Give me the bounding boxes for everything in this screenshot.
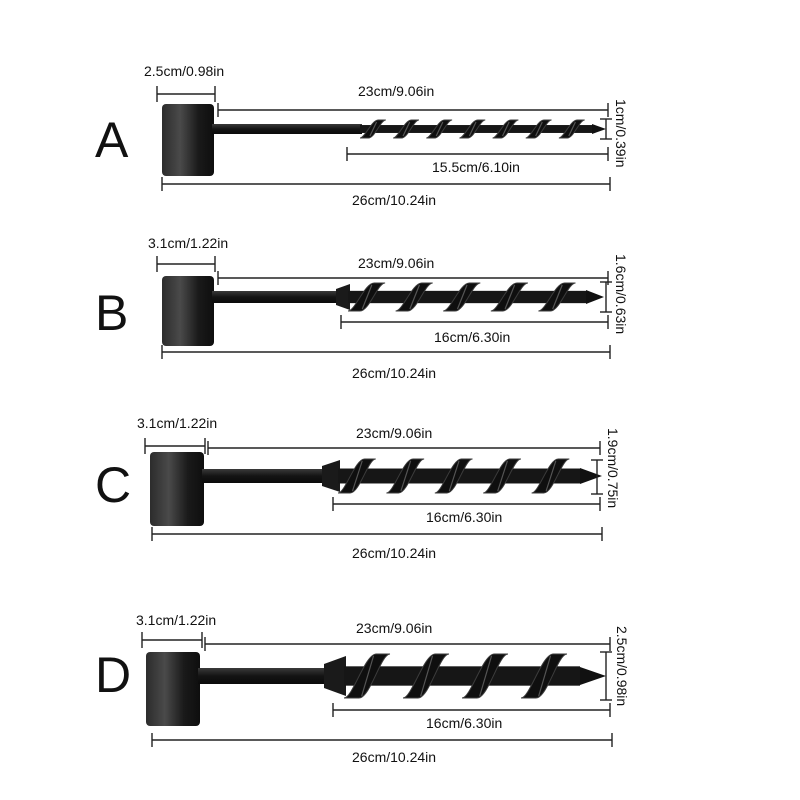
- hammer-head: [162, 104, 214, 176]
- shaft-length-label: 23cm/9.06in: [356, 425, 432, 441]
- spiral-highlight: [435, 121, 444, 137]
- variant-d: D 3.1cm/1.22in 23cm/9.06in 16cm/6.30in 2…: [95, 612, 630, 765]
- diameter-label: 1cm/0.39in: [613, 99, 629, 167]
- diameter-label: 2.5cm/0.98in: [614, 626, 630, 706]
- spiral-length-label: 15.5cm/6.10in: [432, 159, 520, 175]
- handle-width-label: 3.1cm/1.22in: [136, 612, 216, 628]
- auger-bit-a: [162, 104, 606, 176]
- diameter-label: 1.9cm/0.75in: [605, 428, 621, 508]
- spiral-highlight: [351, 460, 363, 492]
- screw-tip: [592, 124, 606, 134]
- spiral-highlight: [456, 284, 468, 310]
- shaft-taper: [324, 656, 346, 696]
- screw-tip: [580, 667, 606, 685]
- spiral-flute: [359, 119, 592, 139]
- handle-width-label: 3.1cm/1.22in: [137, 415, 217, 431]
- spiral-highlight: [479, 655, 493, 697]
- variant-letter: A: [95, 112, 129, 168]
- total-length-label: 26cm/10.24in: [352, 545, 436, 561]
- variant-a: A 2.5cm/0.98in 23cm/9.06in 15.5cm/6.10in…: [95, 63, 629, 208]
- shaft-length-label: 23cm/9.06in: [358, 255, 434, 271]
- spiral-highlight: [568, 121, 576, 137]
- spiral-highlight: [409, 284, 420, 310]
- spiral-length-label: 16cm/6.30in: [426, 715, 502, 731]
- screw-tip: [586, 290, 604, 304]
- spiral-core: [344, 666, 580, 686]
- shaft-length-label: 23cm/9.06in: [358, 83, 434, 99]
- spiral-flute: [347, 282, 586, 312]
- spiral-highlight: [545, 460, 557, 492]
- spiral-highlight: [361, 284, 373, 310]
- spiral-flute: [337, 458, 580, 494]
- shaft: [198, 668, 332, 684]
- screw-tip: [580, 468, 602, 484]
- handle-width-label: 2.5cm/0.98in: [144, 63, 224, 79]
- variant-letter: C: [95, 457, 131, 513]
- hammer-head: [162, 276, 214, 346]
- shaft-taper: [336, 284, 350, 310]
- spiral-highlight: [538, 655, 552, 697]
- spiral-highlight: [504, 284, 516, 310]
- handle-width-label: 3.1cm/1.22in: [148, 235, 228, 251]
- diameter-label: 1.6cm/0.63in: [613, 254, 629, 334]
- variant-c: C 3.1cm/1.22in 23cm/9.06in 16cm/6.30in 2…: [95, 415, 621, 561]
- auger-bit-c: [150, 452, 602, 526]
- total-length-label: 26cm/10.24in: [352, 192, 436, 208]
- spiral-highlight: [552, 284, 563, 310]
- auger-bit-b: [162, 276, 604, 346]
- shaft-length-label: 23cm/9.06in: [356, 620, 432, 636]
- total-length-label: 26cm/10.24in: [352, 749, 436, 765]
- spiral-highlight: [400, 460, 412, 492]
- variant-b: B 3.1cm/1.22in 23cm/9.06in 16cm/6.30in 2…: [95, 235, 629, 381]
- spiral-flute: [343, 653, 580, 699]
- shaft: [212, 291, 346, 303]
- spiral-highlight: [535, 121, 543, 137]
- spiral-length-label: 16cm/6.30in: [426, 509, 502, 525]
- spiral-highlight: [402, 121, 411, 137]
- spiral-highlight: [448, 460, 460, 492]
- spiral-length-label: 16cm/6.30in: [434, 329, 510, 345]
- hammer-head: [150, 452, 204, 526]
- shaft-taper: [322, 460, 340, 492]
- hammer-head: [146, 652, 200, 726]
- spiral-highlight: [468, 121, 477, 137]
- variant-letter: D: [95, 647, 131, 703]
- spiral-highlight: [361, 655, 375, 697]
- spiral-highlight: [420, 655, 434, 697]
- shaft: [212, 124, 362, 134]
- spiral-highlight: [369, 121, 378, 137]
- auger-bit-d: [146, 652, 606, 726]
- shaft: [202, 469, 330, 483]
- spiral-highlight: [497, 460, 508, 492]
- variant-letter: B: [95, 285, 128, 341]
- total-length-label: 26cm/10.24in: [352, 365, 436, 381]
- spiral-highlight: [501, 121, 510, 137]
